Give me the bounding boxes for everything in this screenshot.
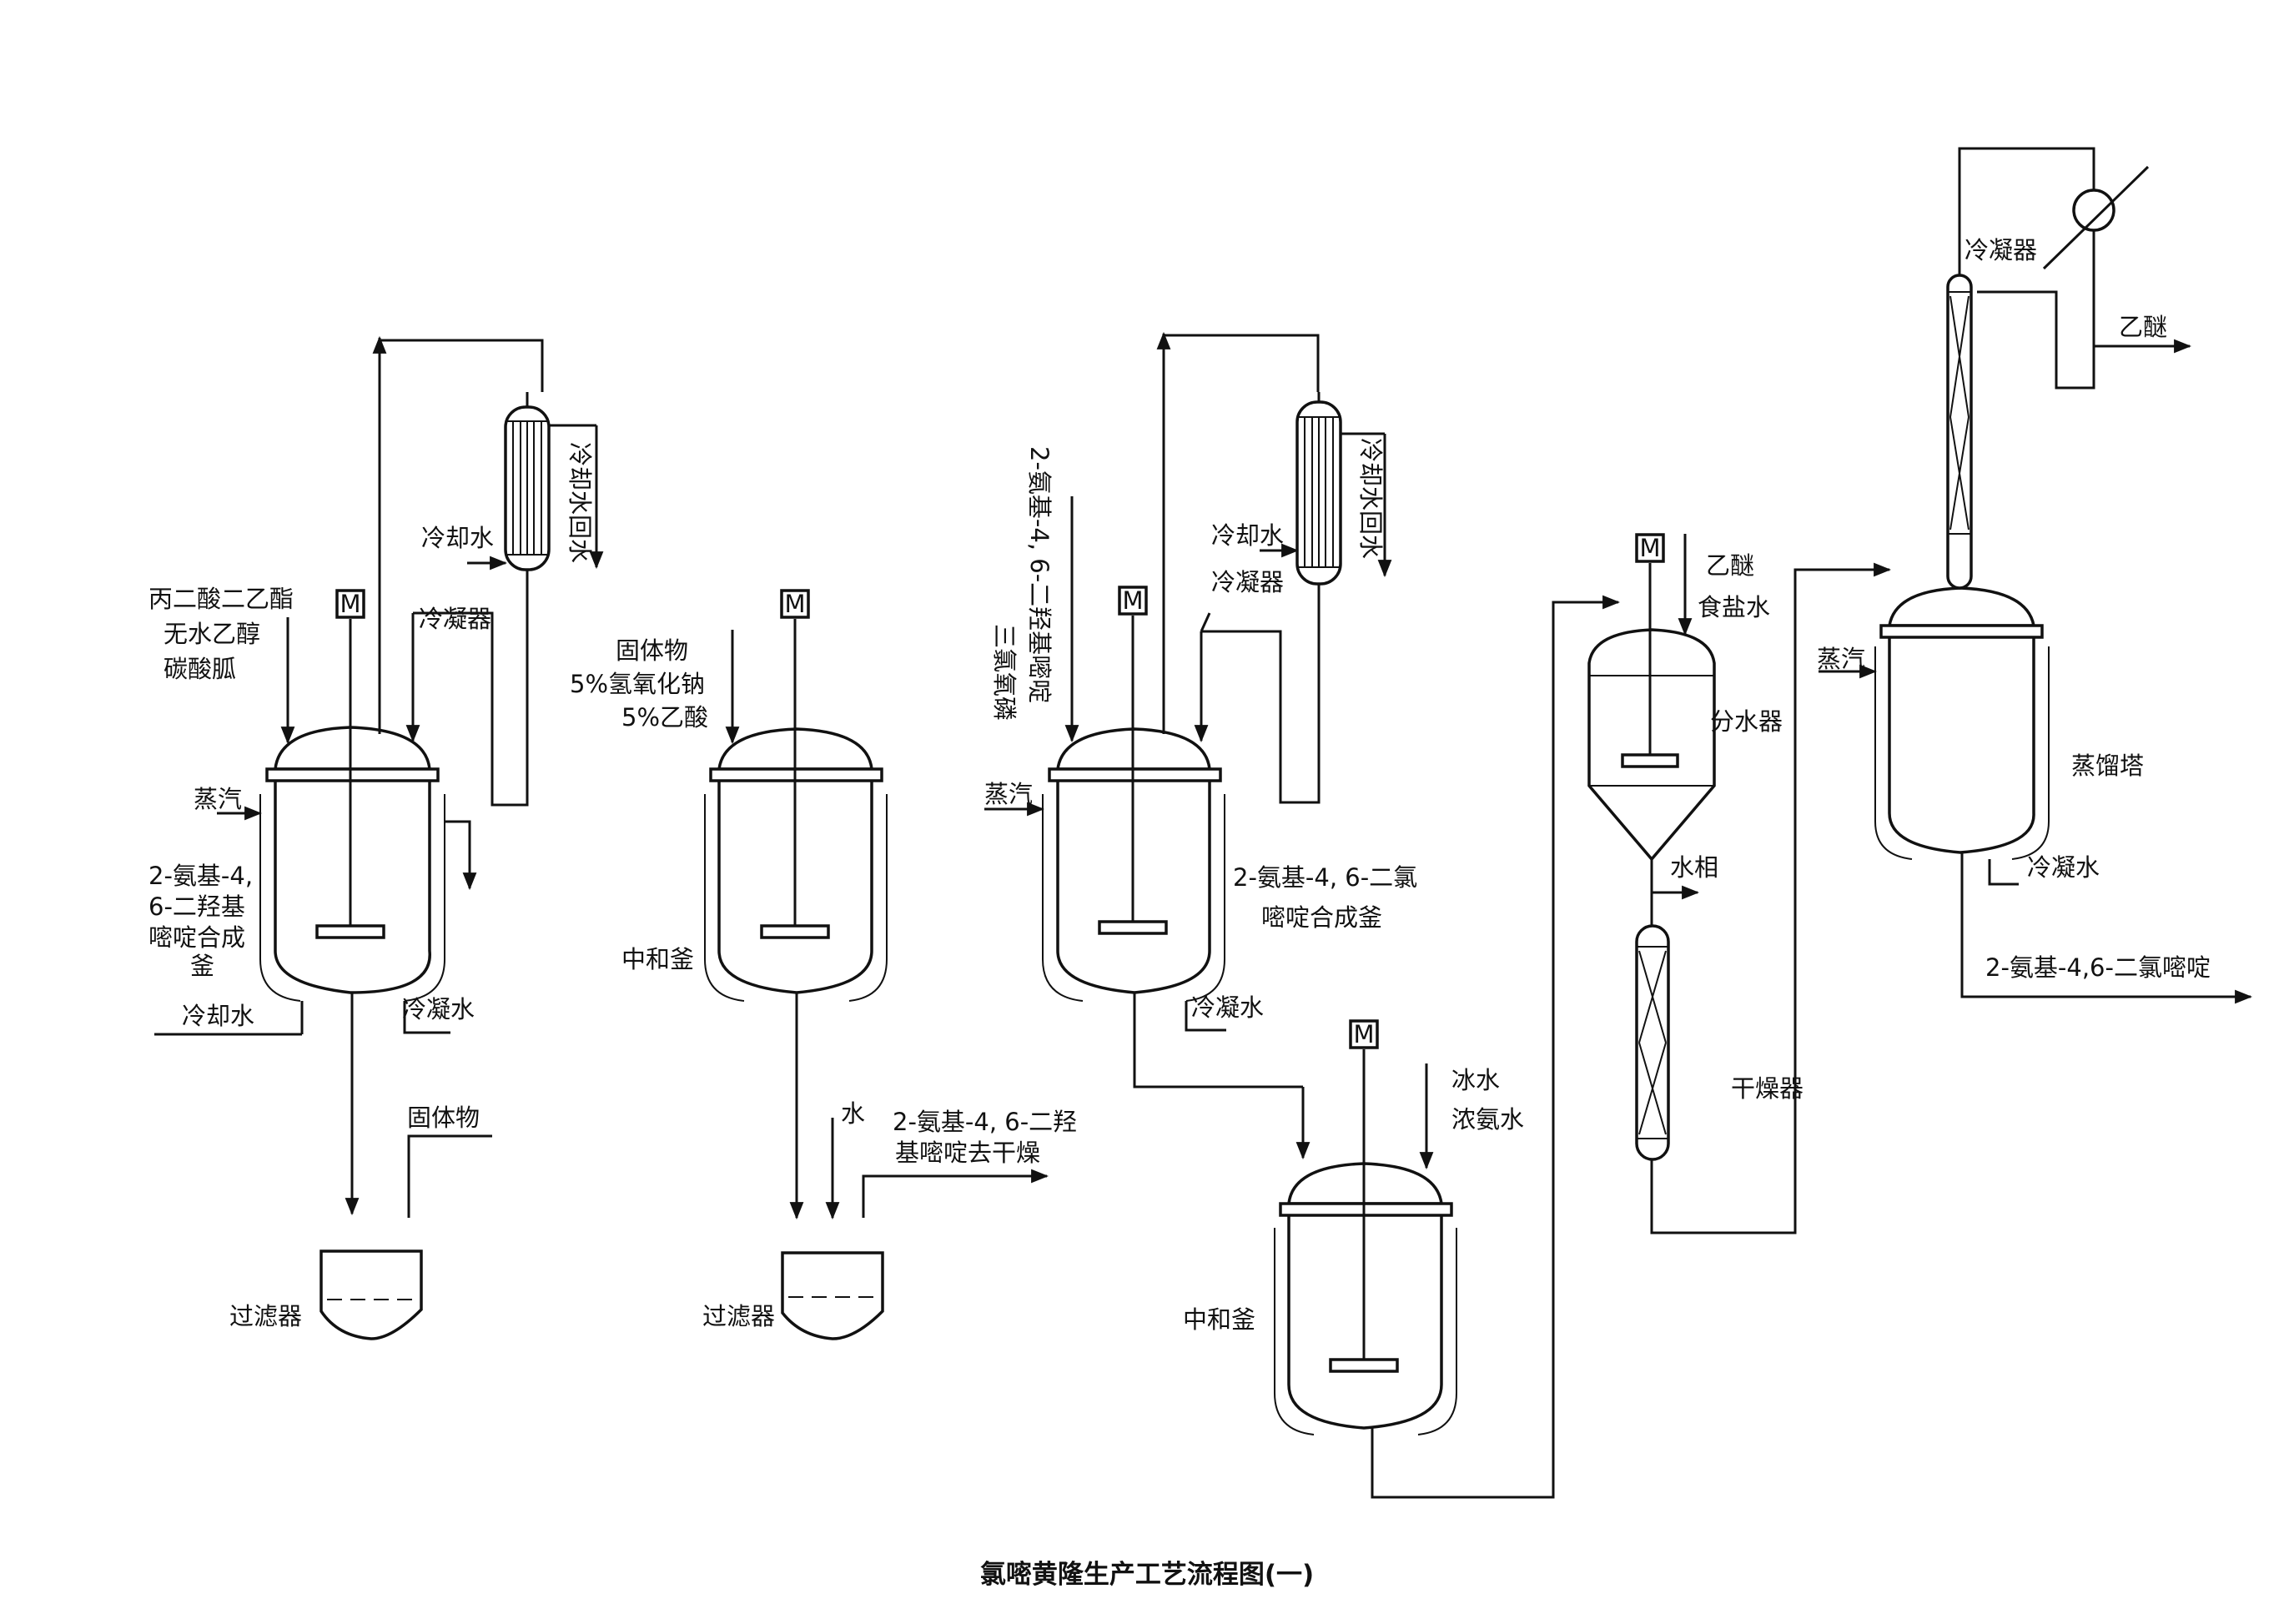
reactor-3: M [1042, 586, 1225, 1002]
condenser-label: 冷凝器 [419, 605, 491, 633]
reactor-1: M [259, 589, 445, 1002]
cooling-return-label: 冷却水回水 [1356, 438, 1385, 559]
product-label: 基嘧啶去干燥 [895, 1139, 1040, 1167]
cooling-return-label: 冷却水回水 [566, 442, 594, 563]
feed-label: 丙二酸二乙酯 [148, 585, 294, 613]
motor-icon: M [784, 590, 805, 618]
condenser-1 [504, 392, 551, 571]
condenser-label: 冷凝器 [1964, 236, 2037, 264]
feed-label: 5%乙酸 [621, 703, 708, 732]
dryer [1635, 924, 1670, 1161]
neutralizer-label: 中和釜 [621, 945, 694, 973]
cooling-water-label: 冷却水 [421, 524, 494, 552]
column-label: 蒸馏塔 [2071, 752, 2144, 780]
ether-label: 乙醚 [1706, 551, 1754, 580]
reactor-label: 嘧啶合成釜 [1261, 903, 1382, 932]
filter-label: 过滤器 [702, 1302, 775, 1330]
feed-label: 固体物 [616, 636, 688, 665]
aqueous-phase-label: 水相 [1670, 853, 1718, 882]
dryer-label: 干燥器 [1731, 1074, 1804, 1103]
cooling-water-label: 冷却水 [182, 1002, 254, 1030]
water-separator: M [1587, 533, 1716, 862]
steam-label: 蒸汽 [1817, 645, 1865, 673]
final-product-label: 2-氨基-4,6-二氯嘧啶 [1985, 953, 2211, 982]
reactor-label: 2-氨基-4, [148, 862, 253, 890]
separator-label: 分水器 [1710, 707, 1783, 736]
neutralizer-label: 中和釜 [1183, 1305, 1255, 1334]
steam-label: 蒸汽 [984, 780, 1033, 808]
condensate-label: 冷凝水 [402, 995, 475, 1023]
product-label: 2-氨基-4, 6-二羟 [893, 1108, 1077, 1136]
cooling-water-label: 冷却水 [1211, 521, 1284, 550]
diagram-title: 氯嘧黄隆生产工艺流程图(一) [980, 1560, 1314, 1590]
motor-icon: M [1122, 586, 1143, 615]
filter-1 [319, 1249, 423, 1340]
motor-icon: M [1353, 1020, 1374, 1048]
feed-label: 三氯氧磷 [990, 624, 1019, 721]
feed-label: 碳酸胍 [163, 655, 236, 683]
feed-label: 2-氨基-4, 6-二羟基嘧啶 [1025, 446, 1054, 703]
brine-label: 食盐水 [1698, 593, 1770, 621]
feed-label: 浓氨水 [1451, 1105, 1524, 1134]
condenser-2 [1295, 392, 1342, 586]
solids-label: 固体物 [407, 1104, 480, 1132]
reactor-label: 嘧啶合成 [148, 923, 245, 952]
reactor-2: M [704, 589, 888, 1002]
reactor-label: 2-氨基-4, 6-二氯 [1233, 863, 1417, 892]
condenser-label: 冷凝器 [1211, 568, 1284, 596]
condensate-label: 冷凝水 [2027, 853, 2100, 882]
motor-icon: M [1639, 534, 1660, 562]
feed-label: 冰水 [1451, 1066, 1500, 1094]
neutralizer-2: M [1274, 1019, 1457, 1435]
ether-label: 乙醚 [2119, 313, 2167, 341]
water-label: 水 [841, 1099, 865, 1128]
steam-label: 蒸汽 [194, 785, 242, 813]
reactor-label: 釜 [190, 952, 214, 980]
condensate-label: 冷凝水 [1191, 993, 1264, 1022]
feed-label: 5%氢氧化钠 [570, 670, 705, 698]
reactor-label: 6-二羟基 [148, 892, 245, 921]
filter-label: 过滤器 [229, 1302, 302, 1330]
overhead-condenser [2042, 165, 2150, 270]
feed-label: 无水乙醇 [163, 620, 260, 648]
filter-2 [781, 1251, 884, 1340]
distillation-column [1874, 274, 2050, 860]
motor-icon: M [340, 590, 360, 618]
